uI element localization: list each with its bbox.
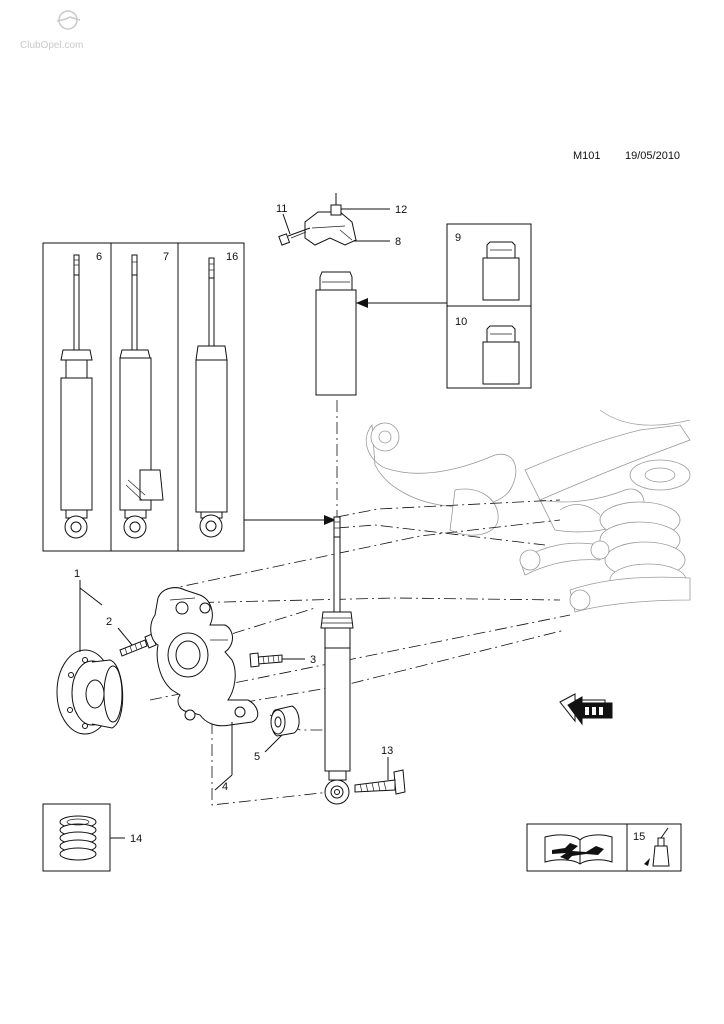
callout-4: 4 bbox=[222, 781, 228, 793]
dust-boot bbox=[315, 271, 447, 396]
service-manual-icon bbox=[544, 834, 613, 865]
shock-absorber-variants-box bbox=[42, 242, 336, 552]
callout-2: 2 bbox=[106, 616, 112, 628]
lower-shock-bolt bbox=[354, 769, 406, 795]
rear-axle-assembly bbox=[365, 409, 691, 613]
shock-absorber-variant-7 bbox=[119, 254, 164, 539]
wheel-hub bbox=[56, 649, 124, 735]
coil-bumper-box bbox=[42, 803, 111, 872]
shock-absorber-variant-6 bbox=[60, 254, 93, 539]
front-direction-arrow-icon bbox=[559, 693, 613, 726]
callout-10: 10 bbox=[455, 316, 467, 328]
main-shock-absorber bbox=[320, 516, 354, 805]
callout-5: 5 bbox=[254, 751, 260, 763]
callout-7: 7 bbox=[163, 251, 169, 263]
callout-3: 3 bbox=[310, 654, 316, 666]
service-info-box bbox=[526, 823, 682, 872]
callout-12: 12 bbox=[395, 204, 407, 216]
callout-14: 14 bbox=[130, 833, 142, 845]
knuckle-bolt bbox=[249, 652, 283, 668]
lubricant-bottle-icon bbox=[644, 827, 670, 867]
watermark-text: ClubOpel.com bbox=[20, 40, 83, 51]
callout-1: 1 bbox=[74, 568, 80, 580]
shock-absorber-variant-16 bbox=[195, 257, 228, 538]
top-mount-bracket bbox=[304, 193, 357, 246]
callout-6: 6 bbox=[96, 251, 102, 263]
callout-15: 15 bbox=[633, 831, 645, 843]
diagram-date: 19/05/2010 bbox=[625, 150, 680, 162]
callout-11: 11 bbox=[276, 203, 287, 215]
callout-9: 9 bbox=[455, 232, 461, 244]
callout-16: 16 bbox=[226, 251, 238, 263]
callout-13: 13 bbox=[381, 745, 393, 757]
steering-knuckle bbox=[150, 587, 259, 727]
bump-stop-variants-box bbox=[446, 223, 532, 389]
bushing bbox=[270, 705, 300, 737]
diagram-code: M101 bbox=[573, 150, 601, 162]
mount-bolt bbox=[278, 227, 311, 246]
opel-logo-icon bbox=[56, 10, 81, 30]
callout-8: 8 bbox=[395, 236, 401, 248]
